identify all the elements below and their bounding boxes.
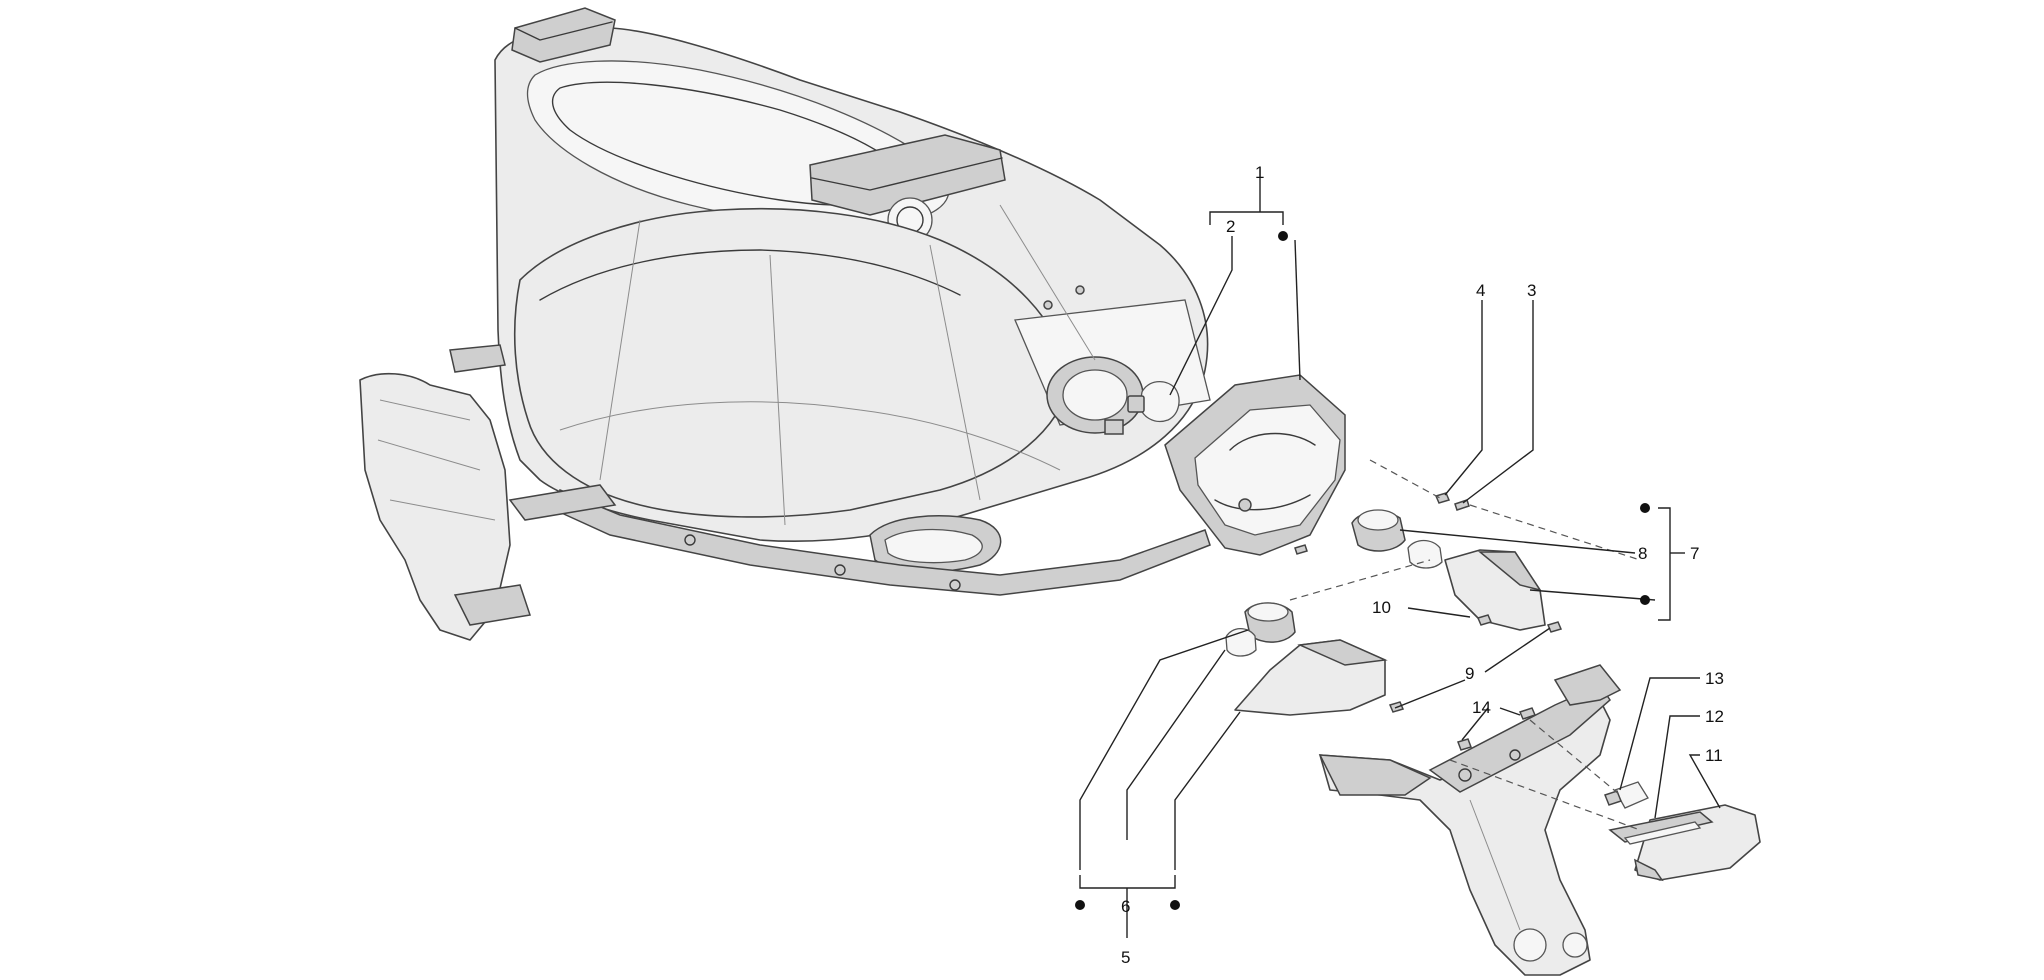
screw-parts-9-10-14: [1388, 614, 1563, 751]
license-lamp-bulb-part-13: [1604, 781, 1649, 809]
turn-signal-socket-part-8: [1351, 509, 1406, 552]
callout-11: 11: [1705, 746, 1723, 765]
callout-leaders: [1079, 178, 1721, 938]
tail-light-assembly-part-1: [1164, 374, 1346, 556]
callout-5: 5: [1121, 948, 1130, 967]
callout-labels: 1 2 4 3 8 7 10 9 14 13 12 11 6 5: [1121, 163, 1724, 967]
right-turn-signal-lens: [1444, 549, 1546, 631]
callout-2: 2: [1226, 217, 1235, 236]
callout-4: 4: [1476, 281, 1485, 300]
callout-8: 8: [1638, 544, 1647, 563]
license-plate-holder: [1318, 664, 1622, 976]
screw-parts-3-4: [1294, 492, 1470, 555]
callout-12: 12: [1705, 707, 1724, 726]
callout-13: 13: [1705, 669, 1724, 688]
callout-3: 3: [1527, 281, 1536, 300]
callout-dots: [1075, 231, 1650, 910]
left-inner-bracket: [359, 344, 617, 641]
tail-bulb-part-2: [1127, 381, 1180, 422]
callout-1: 1: [1255, 163, 1264, 182]
callout-14: 14: [1472, 698, 1491, 717]
assembly-axes: [1289, 459, 1641, 831]
callout-9: 9: [1465, 664, 1474, 683]
left-turn-signal-lens: [1234, 639, 1388, 716]
license-lamp-gasket-part-12: [1608, 811, 1714, 845]
turn-signal-bulb-right: [1407, 539, 1443, 569]
callout-10: 10: [1372, 598, 1391, 617]
callout-6: 6: [1121, 897, 1130, 916]
callout-7: 7: [1690, 544, 1699, 563]
left-turn-signal-socket: [1244, 602, 1296, 643]
